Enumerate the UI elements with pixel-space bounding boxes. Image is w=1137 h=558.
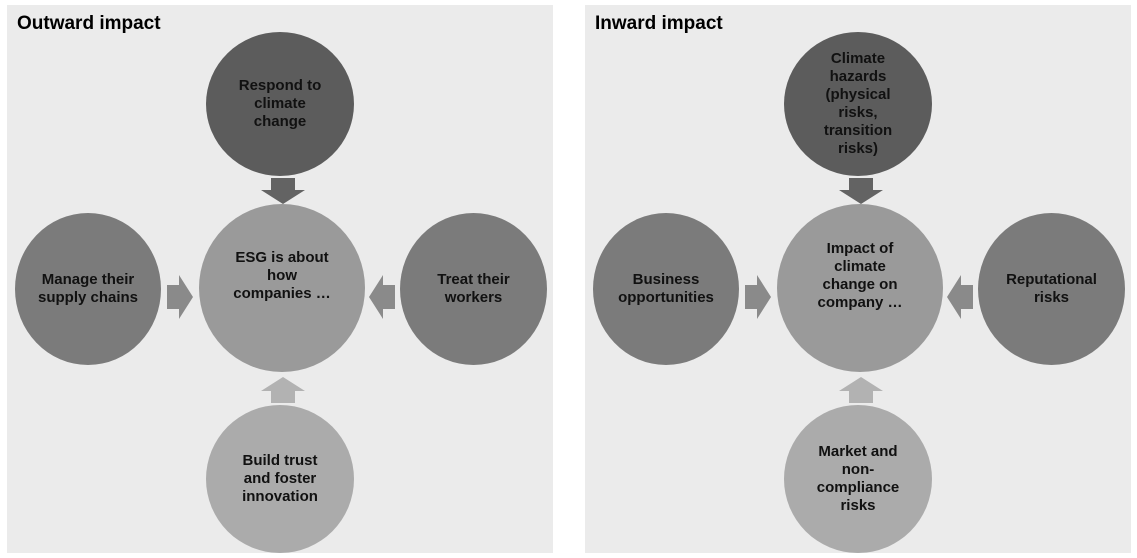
- right-circle: Reputational risks: [978, 213, 1125, 365]
- left-circle-label: Manage their supply chains: [37, 271, 139, 306]
- down-arrow-icon: [839, 178, 883, 204]
- up-arrow-icon: [261, 377, 305, 403]
- right-circle: Treat their workers: [400, 213, 547, 365]
- left-arrow-icon: [369, 275, 395, 319]
- up-arrow-icon: [839, 377, 883, 403]
- left-circle: Business opportunities: [593, 213, 739, 365]
- panel-title: Outward impact: [17, 13, 161, 34]
- center-circle-label: Impact of climate change on company …: [817, 240, 903, 311]
- left-circle-label: Business opportunities: [618, 271, 714, 306]
- top-circle: Climate hazards (physical risks, transit…: [784, 32, 932, 176]
- left-circle: Manage their supply chains: [15, 213, 161, 365]
- top-circle-label: Respond to climate change: [238, 77, 322, 130]
- right-circle-label: Reputational risks: [1006, 271, 1097, 306]
- down-arrow-icon: [261, 178, 305, 204]
- center-circle: ESG is about how companies …: [199, 204, 365, 372]
- bottom-circle: Build trust and foster innovation: [206, 405, 354, 553]
- right-circle-label: Treat their workers: [437, 271, 510, 306]
- panel-title: Inward impact: [595, 13, 723, 34]
- bottom-circle: Market and non-compliance risks: [784, 405, 932, 553]
- right-arrow-icon: [167, 275, 193, 319]
- outward-impact-panel: Outward impact Respond to climate change…: [7, 5, 553, 553]
- top-circle-label: Climate hazards (physical risks, transit…: [823, 50, 893, 157]
- inward-impact-panel: Inward impact Climate hazards (physical …: [585, 5, 1131, 553]
- right-arrow-icon: [745, 275, 771, 319]
- bottom-circle-label: Market and non-compliance risks: [816, 443, 900, 514]
- center-circle-label: ESG is about how companies …: [233, 249, 331, 302]
- left-arrow-icon: [947, 275, 973, 319]
- center-circle: Impact of climate change on company …: [777, 204, 943, 372]
- top-circle: Respond to climate change: [206, 32, 354, 176]
- bottom-circle-label: Build trust and foster innovation: [242, 452, 318, 505]
